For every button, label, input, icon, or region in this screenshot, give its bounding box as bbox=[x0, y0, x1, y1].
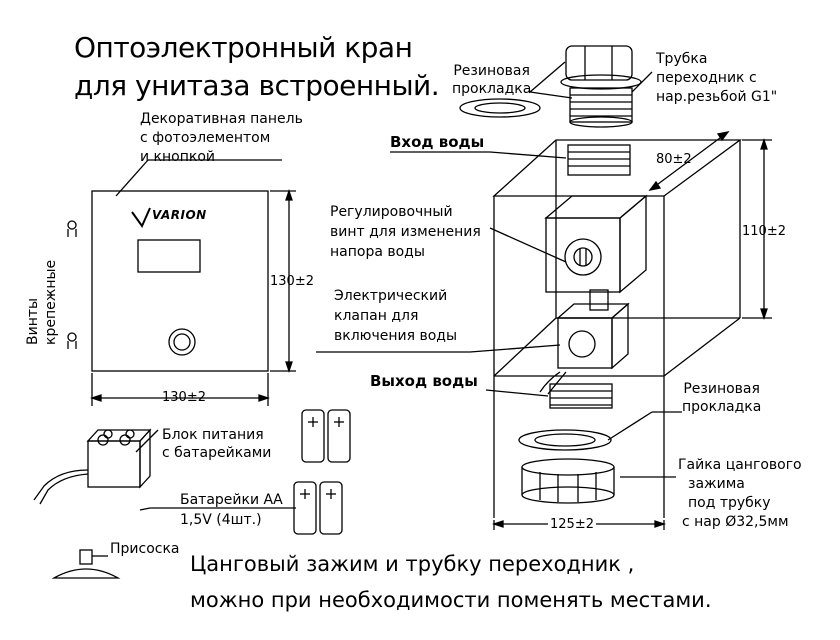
label-adjust-screw: Регулировочный винт для изменения напора… bbox=[330, 204, 481, 260]
label-suction-cup: Присоска bbox=[110, 541, 180, 557]
brand-logo-text: VARION bbox=[152, 208, 207, 222]
label-collet-nut: Гайка цангового зажима под трубку с нар … bbox=[678, 457, 802, 530]
label-rubber-gasket-top: Резиновая прокладка bbox=[452, 63, 532, 97]
label-water-out: Выход воды bbox=[370, 372, 478, 390]
box-height-dimension bbox=[742, 137, 772, 321]
label-adapter-tube: Трубка переходник с нар.резьбой G1" bbox=[656, 51, 778, 105]
note-line-2: можно при необходимости поменять местами… bbox=[190, 588, 712, 612]
label-water-in: Вход воды bbox=[390, 133, 485, 151]
mounting-screws bbox=[67, 220, 77, 349]
panel-width-dimension bbox=[89, 373, 271, 406]
decorative-panel bbox=[91, 190, 269, 372]
power-block bbox=[33, 428, 152, 505]
title-line-1: Оптоэлектронный кран bbox=[74, 31, 413, 64]
label-power-block: Блок питания с батарейками bbox=[162, 427, 272, 461]
label-solenoid-valve: Электрический клапан для включения воды bbox=[334, 288, 457, 344]
batteries bbox=[293, 409, 351, 535]
note-line-1: Цанговый зажим и трубку переходник , bbox=[190, 552, 635, 576]
rubber-gasket-top bbox=[459, 98, 541, 118]
dim-box-height: 110±2 bbox=[742, 224, 786, 239]
panel-height-dimension bbox=[270, 188, 296, 374]
dim-panel-height: 130±2 bbox=[270, 274, 314, 289]
box-depth-dimension bbox=[648, 131, 730, 191]
label-batteries: Батарейки АА 1,5V (4шт.) bbox=[180, 492, 283, 528]
adjust-block bbox=[544, 194, 648, 311]
label-rubber-gasket-bottom: Резиновая прокладка bbox=[682, 381, 762, 415]
title-line-2: для унитаза встроенный. bbox=[74, 69, 440, 102]
outlet-thread bbox=[549, 383, 613, 409]
dim-box-depth: 80±2 bbox=[656, 152, 692, 167]
adapter-tube bbox=[560, 45, 642, 128]
suction-cup bbox=[51, 549, 121, 579]
label-decor-panel: Декоративная панель с фотоэлементом и кн… bbox=[140, 111, 303, 165]
valve-box bbox=[492, 139, 742, 518]
decor-panel-leader bbox=[115, 159, 149, 197]
collet-nut bbox=[521, 458, 615, 504]
label-mounting-screws: Винты крепежные bbox=[25, 259, 59, 345]
dim-panel-width: 130±2 bbox=[162, 390, 206, 405]
rubber-gasket-bottom bbox=[518, 429, 612, 451]
inlet-thread bbox=[567, 144, 631, 176]
dim-box-width: 125±2 bbox=[548, 517, 596, 533]
